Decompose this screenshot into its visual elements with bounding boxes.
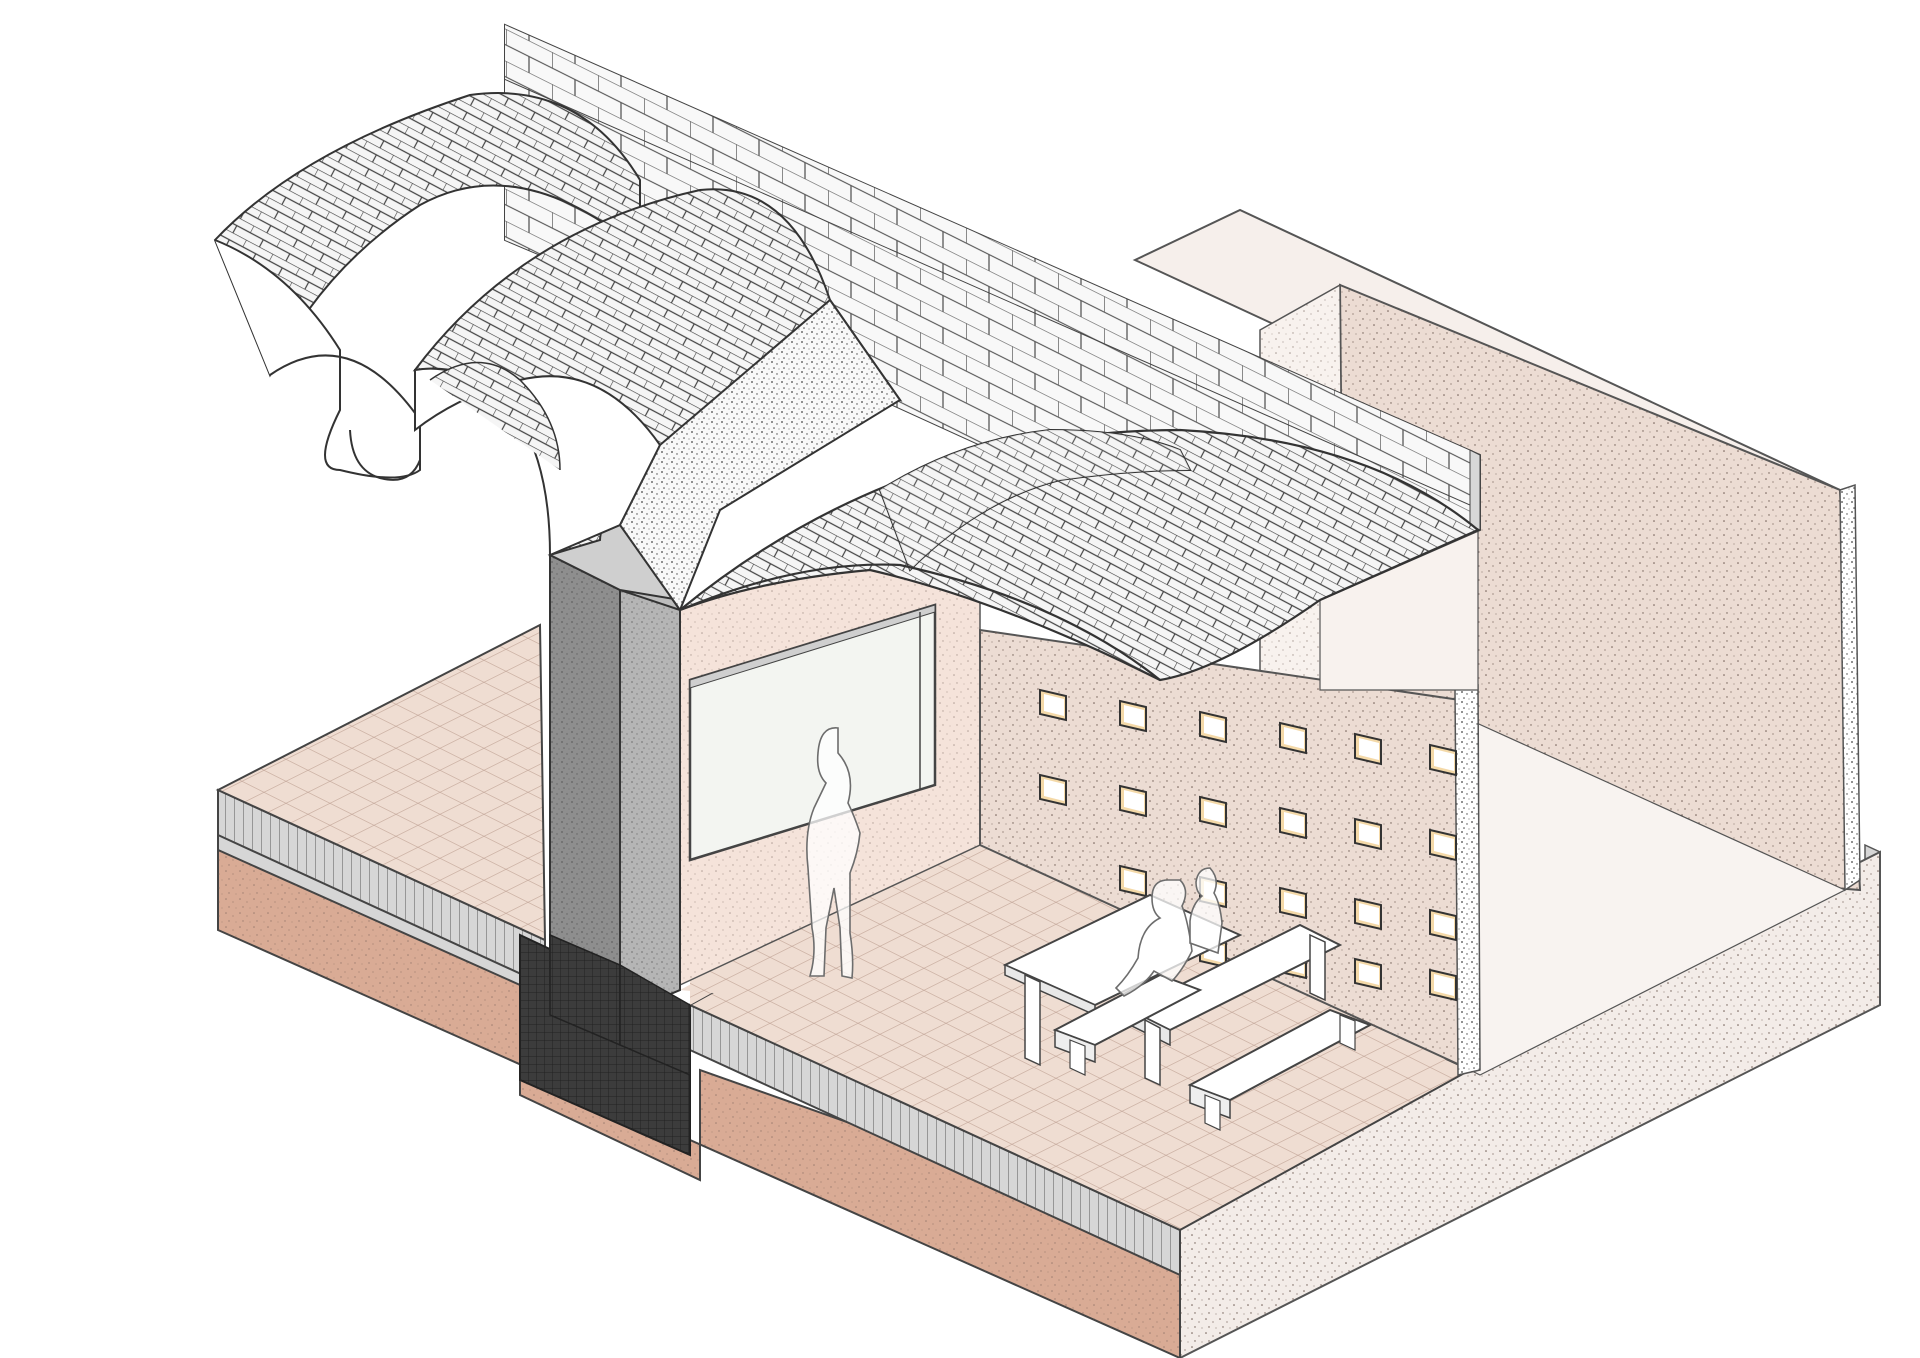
breeze-block-opening-inner xyxy=(1434,834,1454,856)
seated-figure xyxy=(1114,879,1193,997)
breeze-block-opening-inner xyxy=(1434,914,1454,936)
standing-figure xyxy=(806,727,861,979)
figures xyxy=(806,727,1223,997)
breeze-block-opening-inner xyxy=(1359,963,1379,985)
breeze-block-opening-inner xyxy=(1044,779,1064,801)
breeze-block-opening-inner xyxy=(1124,705,1144,727)
breeze-block-opening-inner xyxy=(1284,727,1304,749)
benches xyxy=(1052,973,1373,1131)
breeze-block-openings xyxy=(1039,688,1457,1002)
window xyxy=(688,603,937,862)
breeze-block-opening-inner xyxy=(1124,790,1144,812)
breeze-block-opening-inner xyxy=(1044,694,1064,716)
breeze-block-opening-inner xyxy=(1204,801,1224,823)
breeze-block-opening-inner xyxy=(1359,903,1379,925)
column xyxy=(547,523,691,1077)
breeze-block-opening-inner xyxy=(1434,749,1454,771)
breeze-block-opening-inner xyxy=(1359,823,1379,845)
breeze-block-opening-inner xyxy=(1284,892,1304,914)
breeze-block-opening-inner xyxy=(1359,738,1379,760)
breeze-block-opening-inner xyxy=(1434,974,1454,996)
ground-section xyxy=(217,788,1181,1358)
seated-figure-2 xyxy=(1189,867,1223,955)
breeze-block-opening-inner xyxy=(1204,716,1224,738)
breeze-block-opening-inner xyxy=(1284,812,1304,834)
vault-roof xyxy=(213,92,1481,682)
breeze-block-opening-inner xyxy=(1124,870,1144,892)
